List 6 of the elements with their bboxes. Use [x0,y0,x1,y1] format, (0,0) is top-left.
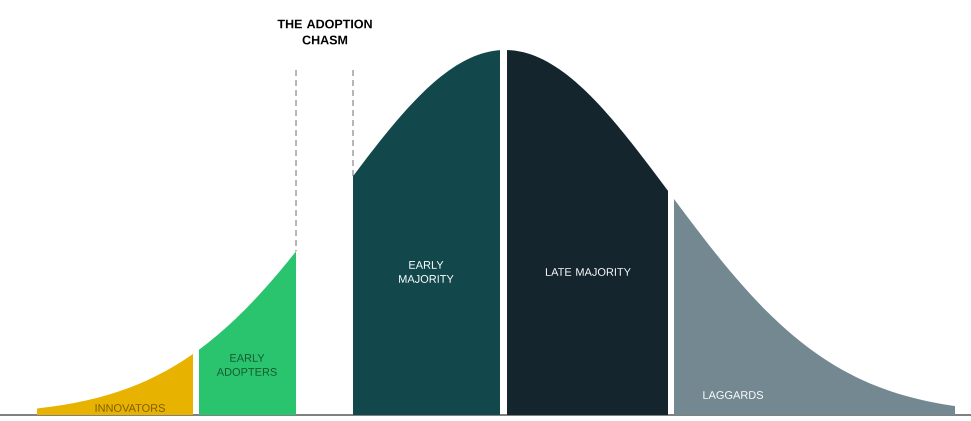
curve-segment: INNOVATORS [37,354,193,415]
chasm-heading: THE ADOPTION CHASM [278,20,372,44]
curve-segment: EARLY ADOPTERS [199,251,296,415]
curve-segment: EARLY MAJORITY [353,50,500,415]
curve-segment: LATE MAJORITY [507,50,668,415]
curve-segment: LAGGARDS [674,198,955,415]
